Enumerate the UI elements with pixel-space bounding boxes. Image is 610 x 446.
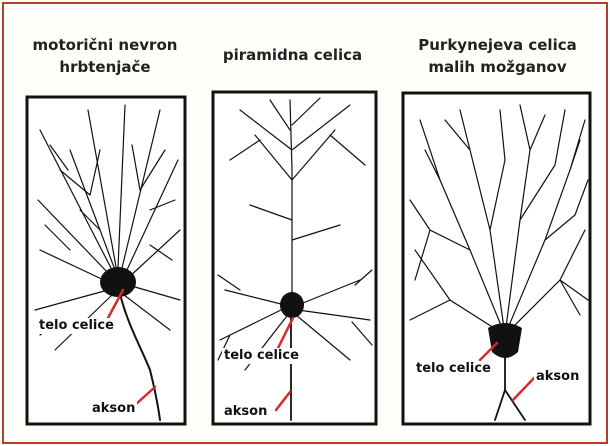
pyramidal-cell-body: [280, 292, 304, 318]
panel-2-axon-label: akson: [222, 404, 269, 420]
panel-2-box: [213, 92, 376, 424]
purkinje-cell-body: [488, 323, 522, 358]
panel-1-axon-label: akson: [90, 401, 137, 417]
motor-neuron-body: [100, 267, 136, 297]
panel-3-body-label: telo celice: [414, 361, 493, 377]
panel-1-body-label: telo celice: [37, 318, 116, 334]
panel-2-body-label: telo celice: [222, 348, 301, 364]
panel-3-axon-label: akson: [534, 369, 581, 385]
